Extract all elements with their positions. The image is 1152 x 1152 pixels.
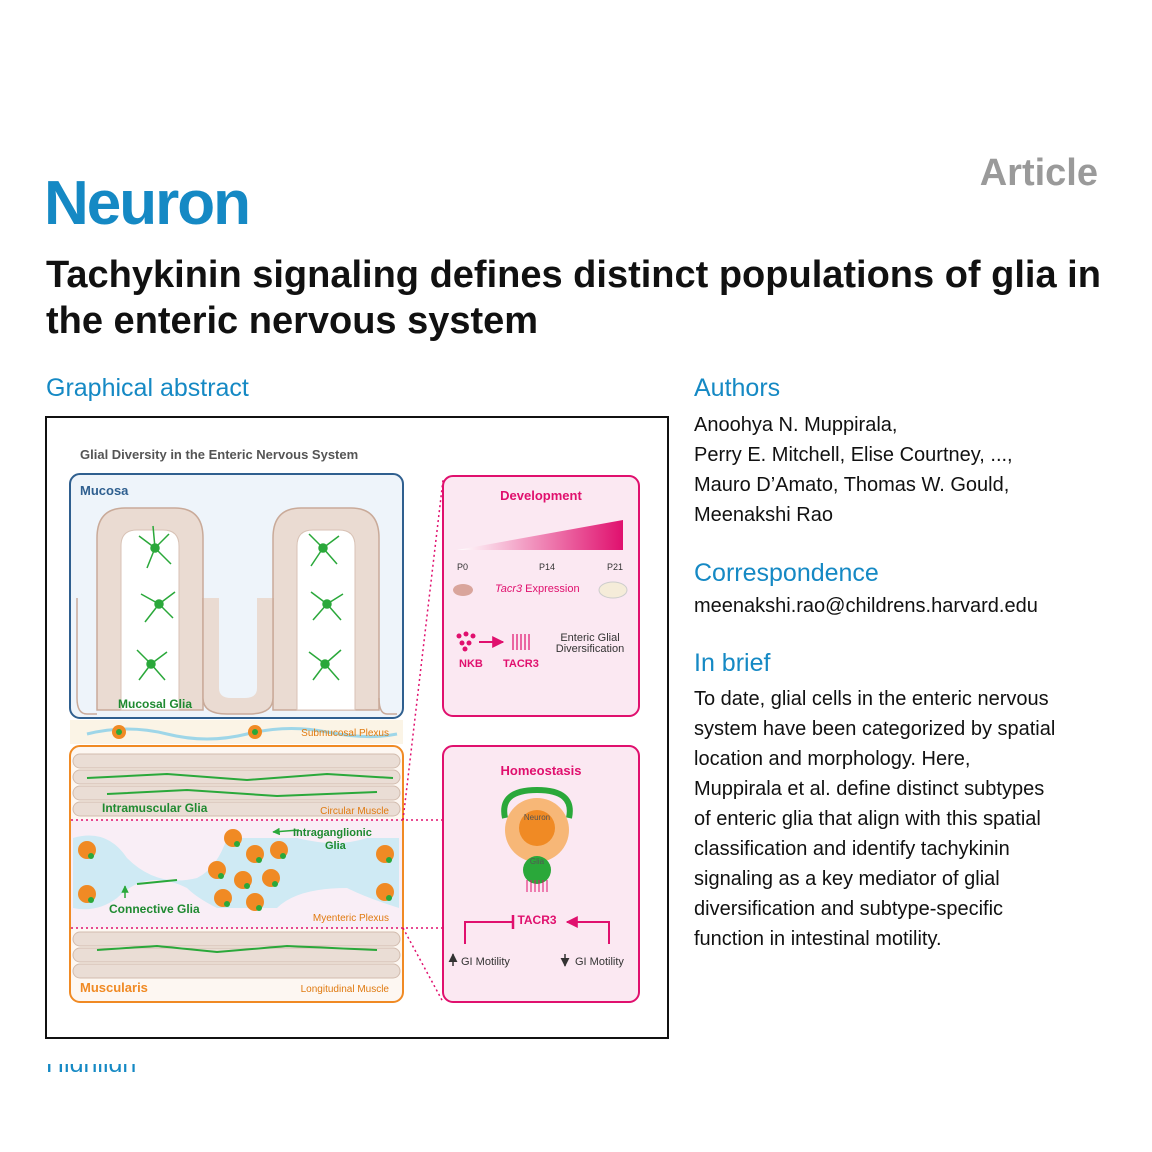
submucosal-plexus: Submucosal Plexus <box>70 720 403 744</box>
tacr3-label-homeo: TACR3 <box>517 913 556 927</box>
figure-canvas: Glial Diversity in the Enteric Nervous S… <box>47 418 667 1037</box>
submucosal-plexus-label: Submucosal Plexus <box>301 728 389 739</box>
glia-icon <box>523 856 551 884</box>
gi-motility-up-label: GI Motility <box>461 956 510 968</box>
p14-label: P14 <box>539 562 555 572</box>
in-brief-line: system have been categorized by spatial <box>694 718 1056 740</box>
nkb-label: NKB <box>459 658 483 670</box>
tacr3-receptor-icon <box>512 634 530 650</box>
correspondence-email[interactable]: meenakshi.rao@childrens.harvard.edu <box>694 595 1038 617</box>
author-line: Perry E. Mitchell, Elise Courtney, ..., <box>694 444 1013 466</box>
homeostasis-panel: Homeostasis Neuron Glia TACR3 GI Motilit… <box>442 745 640 1003</box>
graphical-abstract-figure: Glial Diversity in the Enteric Nervous S… <box>45 416 669 1039</box>
development-panel: Development P0 P14 P21 Tacr3 Expression … <box>442 475 640 717</box>
gi-motility-down-label: GI Motility <box>575 956 624 968</box>
muscularis-panel: Intramuscular Glia Circular Muscle Intra… <box>69 745 443 1003</box>
graphical-abstract-heading: Graphical abstract <box>46 374 249 402</box>
figure-title: Glial Diversity in the Enteric Nervous S… <box>80 447 358 462</box>
longitudinal-muscle-label: Longitudinal Muscle <box>301 984 390 995</box>
intramuscular-glia-label: Intramuscular Glia <box>102 801 208 815</box>
author-line: Anoohya N. Muppirala, <box>694 414 898 436</box>
intraganglionic-glia-label-2: Glia <box>325 840 347 852</box>
homeostasis-title: Homeostasis <box>501 763 582 778</box>
adult-mouse-icon <box>598 581 628 599</box>
in-brief-line: classification and identify tachykinin <box>694 838 1010 860</box>
in-brief-line: signaling as a key mediator of glial <box>694 868 1000 890</box>
mucosa-label: Mucosa <box>80 483 129 498</box>
article-type-label: Article <box>979 152 1098 194</box>
authors-list: Anoohya N. Muppirala, Perry E. Mitchell,… <box>694 410 1124 530</box>
pup-mouse-icon <box>453 584 473 596</box>
muscularis-label: Muscularis <box>80 980 148 995</box>
p0-label: P0 <box>457 562 468 572</box>
article-title: Tachykinin signaling defines distinct po… <box>46 254 1101 342</box>
tacr3-expression-label: Tacr3 Expression <box>495 583 580 595</box>
mucosal-glia-label: Mucosal Glia <box>118 697 192 711</box>
glia-label: Glia <box>530 857 545 866</box>
connective-glia-label: Connective Glia <box>109 902 200 916</box>
diversification-label-2: Diversification <box>556 643 624 655</box>
intraganglionic-glia-label-1: Intraganglionic <box>293 827 372 839</box>
highlights-heading-cropped: Highlights <box>46 1064 136 1072</box>
in-brief-line: Muppirala et al. define distinct subtype… <box>694 778 1045 800</box>
author-line: Meenakshi Rao <box>694 504 833 526</box>
in-brief-line: To date, glial cells in the enteric nerv… <box>694 688 1049 710</box>
circular-muscle-label: Circular Muscle <box>320 806 389 817</box>
in-brief-line: location and morphology. Here, <box>694 748 971 770</box>
diversification-label-1: Enteric Glial <box>560 632 619 644</box>
expression-ramp <box>457 520 623 550</box>
ganglion-cells <box>78 829 394 911</box>
correspondence-heading: Correspondence <box>694 559 879 587</box>
myenteric-plexus-label: Myenteric Plexus <box>313 913 389 924</box>
in-brief-line: function in intestinal motility. <box>694 928 942 950</box>
neuron-label: Neuron <box>524 813 550 822</box>
mucosa-panel: Mucosa Mucosal Glia <box>69 473 404 719</box>
development-title: Development <box>500 488 582 503</box>
journal-name: Neuron <box>44 169 251 238</box>
tacr3-label-dev: TACR3 <box>503 658 539 670</box>
p21-label: P21 <box>607 562 623 572</box>
nkb-dots-icon <box>456 631 476 652</box>
in-brief-heading: In brief <box>694 649 771 677</box>
in-brief-text: To date, glial cells in the enteric nerv… <box>694 684 1114 954</box>
author-line: Mauro D’Amato, Thomas W. Gould, <box>694 474 1010 496</box>
in-brief-line: diversification and subtype-specific <box>694 898 1004 920</box>
in-brief-line: of enteric glia that align with this spa… <box>694 808 1041 830</box>
authors-heading: Authors <box>694 374 781 402</box>
